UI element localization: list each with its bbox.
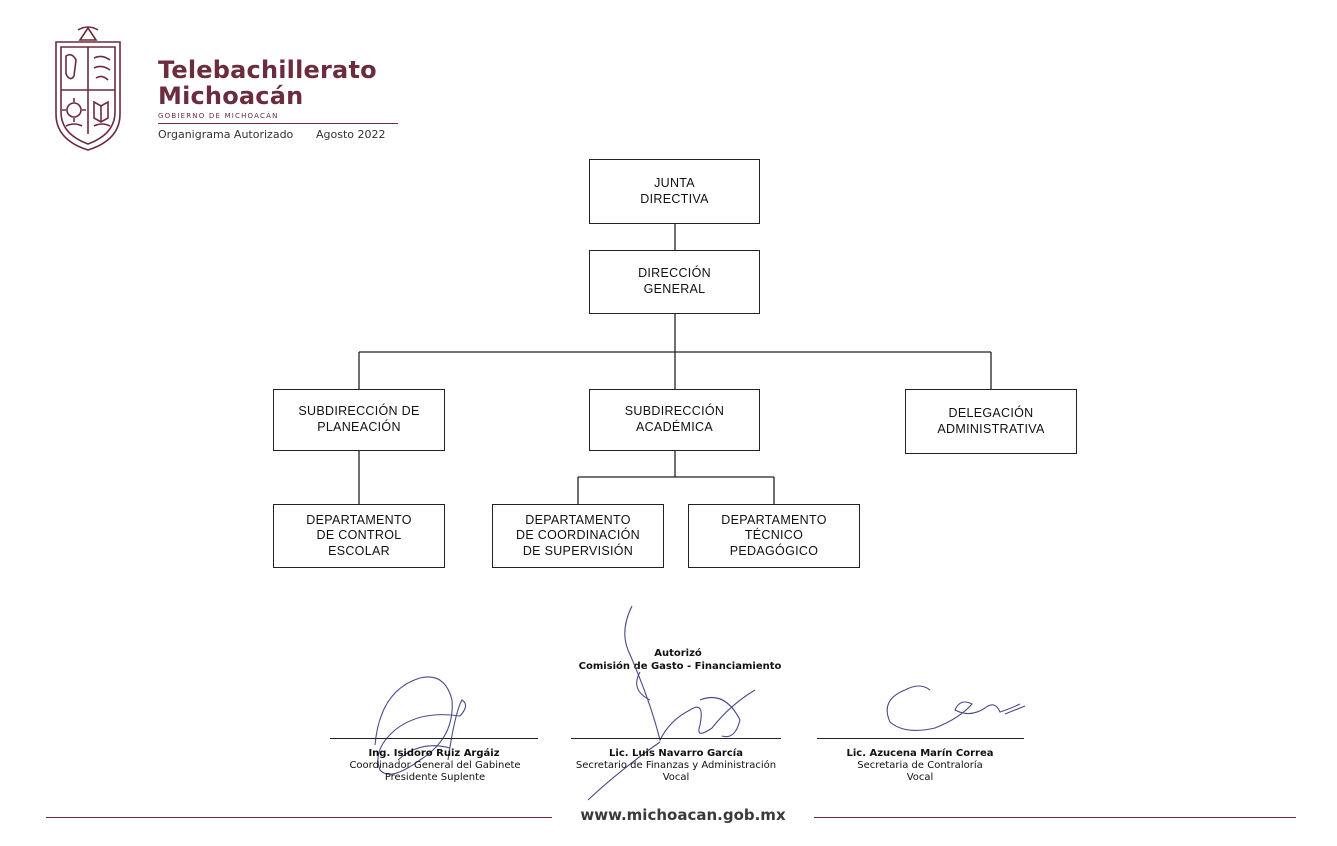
signatory-3-position: Vocal [906, 772, 934, 783]
header-divider [158, 123, 398, 124]
signature-line-3 [817, 738, 1024, 739]
commission-label: Comisión de Gasto - Financiamiento [578, 661, 782, 672]
node-subdireccion-academica: SUBDIRECCIÓN ACADÉMICA [589, 389, 760, 451]
signatory-2-position: Vocal [662, 772, 690, 783]
footer-rule-left [46, 817, 552, 818]
signature-marin [886, 689, 1026, 731]
document-label: Organigrama Autorizado [158, 128, 294, 141]
node-departamento-tecnico-pedagogico: DEPARTAMENTO TÉCNICO PEDAGÓGICO [688, 504, 860, 568]
brand-name-line1: Telebachillerato [158, 56, 377, 84]
signatory-3-role: Secretaria de Contraloría [857, 760, 983, 771]
michoacan-crest-icon [55, 26, 121, 151]
signatory-1-role: Coordinador General del Gabinete [349, 760, 521, 771]
node-direccion-general: DIRECCIÓN GENERAL [589, 250, 760, 314]
node-departamento-coordinacion-supervision: DEPARTAMENTO DE COORDINACIÓN DE SUPERVIS… [492, 504, 664, 568]
signatory-3-name: Lic. Azucena Marín Correa [846, 748, 994, 759]
authorized-label: Autorizó [654, 648, 702, 659]
document-date: Agosto 2022 [316, 128, 386, 141]
government-label: GOBIERNO DE MICHOACÁN [158, 112, 279, 120]
signatory-1-position: Presidente Suplente [384, 772, 486, 783]
signatory-2-name: Lic. Luis Navarro García [609, 748, 743, 759]
signature-line-1 [330, 738, 538, 739]
signatory-2-role: Secretario de Finanzas y Administración [575, 760, 777, 771]
footer-url[interactable]: www.michoacan.gob.mx [580, 806, 786, 824]
node-junta-directiva: JUNTA DIRECTIVA [589, 159, 760, 224]
node-delegacion-administrativa: DELEGACIÓN ADMINISTRATIVA [905, 389, 1077, 454]
signature-ruiz [374, 676, 467, 775]
brand-name-line2: Michoacán [158, 82, 304, 110]
node-departamento-control-escolar: DEPARTAMENTO DE CONTROL ESCOLAR [273, 504, 445, 568]
footer-rule-right [814, 817, 1296, 818]
signatory-1-name: Ing. Isidoro Ruiz Argáiz [368, 748, 500, 759]
signature-navarro [624, 605, 756, 742]
node-subdireccion-planeacion: SUBDIRECCIÓN DE PLANEACIÓN [273, 389, 445, 451]
signature-line-2 [571, 738, 781, 739]
